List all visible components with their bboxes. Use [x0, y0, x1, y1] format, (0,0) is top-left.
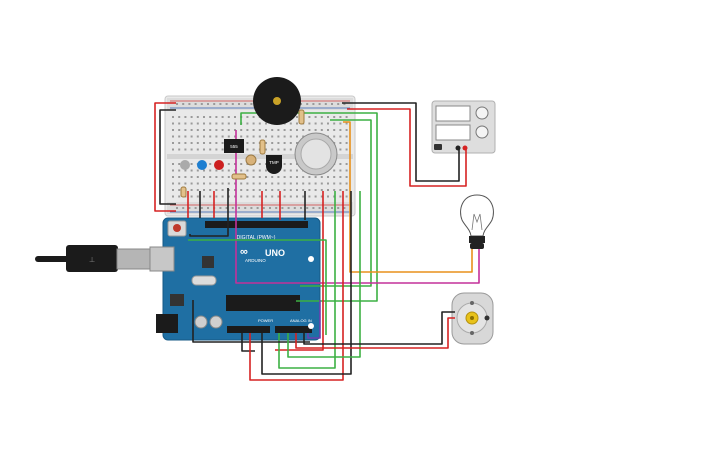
gas-sensor[interactable] — [294, 132, 338, 176]
wire-green[interactable] — [188, 239, 327, 335]
wire-green[interactable] — [278, 191, 336, 369]
resistors — [180, 109, 305, 198]
wire-red[interactable] — [275, 191, 324, 351]
mounting-hole — [308, 323, 314, 329]
photoresistor[interactable] — [245, 154, 257, 166]
ic-chip-label: 555 — [230, 144, 238, 149]
mounting-hole — [308, 256, 314, 262]
wires — [154, 102, 480, 381]
wire-black[interactable] — [189, 188, 229, 237]
power-switch[interactable] — [434, 144, 442, 150]
wire-magenta[interactable] — [235, 130, 480, 284]
power-header[interactable] — [227, 326, 270, 333]
arduino-uno-board[interactable]: DIGITAL (PWM~) ∞ UNO ARDUINO POWER ANALO… — [149, 217, 321, 341]
usb-icon: ⟂ — [89, 255, 95, 264]
resistor[interactable] — [259, 139, 266, 155]
atmega-chip — [226, 295, 300, 311]
ic-chip[interactable]: 555 — [224, 139, 244, 153]
sensor-label: TMP — [269, 160, 279, 165]
voltage-knob-icon[interactable] — [475, 106, 489, 120]
wire-green[interactable] — [287, 191, 361, 358]
dc-motor[interactable] — [451, 292, 494, 345]
power-label: POWER — [258, 318, 273, 323]
power-jack[interactable] — [156, 314, 178, 333]
current-knob-icon[interactable] — [475, 125, 489, 139]
resistor[interactable] — [231, 173, 247, 180]
digital-header[interactable] — [205, 221, 308, 228]
led-red[interactable] — [214, 160, 224, 170]
wire-red[interactable] — [249, 191, 344, 381]
wire-black[interactable] — [261, 191, 352, 375]
wire-purple[interactable] — [307, 300, 321, 339]
resistor[interactable] — [298, 109, 305, 125]
usb-cable[interactable]: ⟂ — [35, 245, 151, 272]
board-model: UNO — [265, 248, 285, 258]
resistor[interactable] — [180, 186, 187, 198]
digital-label: DIGITAL (PWM~) — [237, 235, 276, 241]
wire-black[interactable] — [342, 102, 460, 182]
led-blue[interactable] — [197, 160, 207, 170]
wire-black[interactable] — [303, 311, 455, 345]
temperature-sensor[interactable]: TMP — [266, 155, 282, 174]
led-white[interactable] — [180, 160, 190, 170]
wire-red[interactable] — [154, 102, 176, 212]
usb-port[interactable] — [149, 246, 175, 272]
wire-red[interactable] — [347, 108, 467, 187]
power-supply[interactable] — [431, 100, 496, 154]
light-bulb[interactable] — [460, 194, 494, 249]
wire-black[interactable] — [159, 109, 176, 205]
board-brand: ARDUINO — [245, 258, 266, 263]
wire-red[interactable] — [295, 317, 455, 349]
wire-green[interactable] — [240, 112, 378, 302]
arduino-logo-icon: ∞ — [240, 246, 248, 258]
wire-black[interactable] — [192, 300, 310, 343]
wire-orange[interactable] — [343, 121, 473, 273]
analog-header[interactable] — [275, 326, 312, 333]
leds — [180, 160, 224, 170]
piezo-buzzer[interactable] — [253, 77, 301, 125]
analog-label: ANALOG IN — [290, 318, 312, 323]
